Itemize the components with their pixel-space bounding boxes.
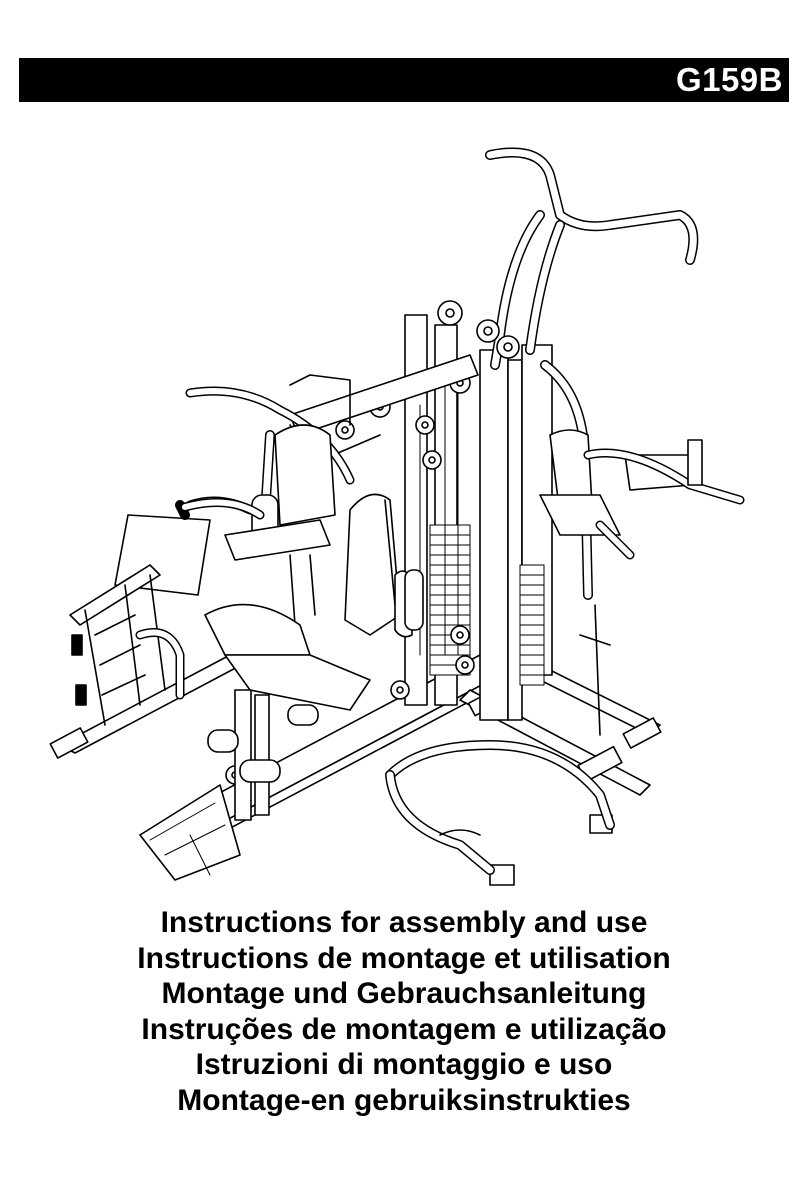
lat-pulldown-bar [485, 147, 699, 370]
rear-handle [175, 498, 265, 520]
front-station [204, 493, 424, 711]
leg-extension [139, 689, 319, 881]
title-block: Instructions for assembly and use Instru… [0, 905, 808, 1118]
gym-machine-illustration [49, 147, 745, 886]
title-dutch: Montage-en gebruiksinstrukties [177, 1083, 631, 1117]
pulleys [225, 300, 520, 785]
title-german: Montage und Gebrauchsanleitung [161, 977, 647, 1010]
front-curved-bar [385, 740, 615, 875]
title-english: Instructions for assembly and use [160, 906, 648, 939]
title-italian: Istruzioni di montaggio e uso [195, 1048, 613, 1081]
header-bar: G159B [19, 58, 789, 102]
title-portuguese: Instruções de montagem e utilização [141, 1012, 667, 1046]
right-station [539, 360, 745, 736]
weight-stack-tower [404, 314, 553, 721]
title-french: Instructions de montage et utilisation [137, 941, 671, 975]
leg-press [69, 514, 211, 726]
model-code: G159B [675, 61, 783, 98]
